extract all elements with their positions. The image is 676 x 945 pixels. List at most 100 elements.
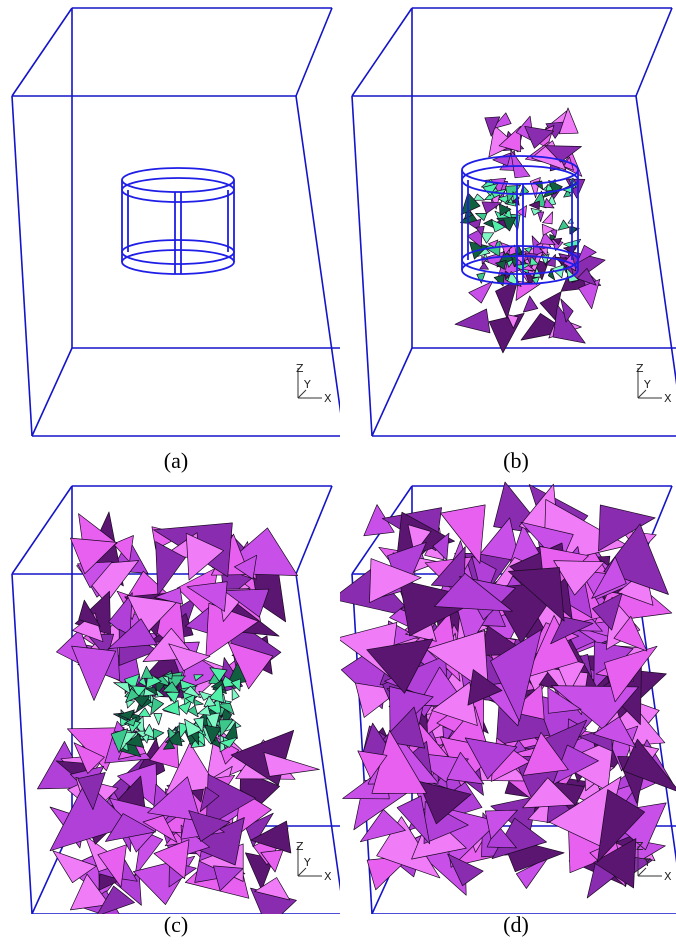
fragment [417, 780, 472, 825]
inner-fragment [140, 665, 154, 679]
caption-a: (a) [163, 448, 189, 473]
box-edge [295, 7, 333, 97]
box-edge [295, 485, 333, 575]
fragment [597, 789, 646, 863]
fragment [97, 844, 127, 888]
caption-d: (d) [503, 912, 529, 937]
box-edge [295, 95, 340, 414]
fragment [553, 560, 605, 596]
fragment [539, 232, 556, 246]
inner-fragment [138, 707, 151, 718]
fragment [431, 681, 478, 726]
inner-fragment [125, 716, 137, 727]
fragment [185, 532, 224, 581]
box-edge [31, 347, 73, 437]
fragment [434, 572, 513, 612]
y-axis [637, 867, 647, 877]
fragment [260, 849, 284, 873]
inner-fragment [113, 682, 131, 695]
fragment [188, 810, 231, 842]
box-edge [371, 347, 413, 437]
axis-triad: ZYX [636, 840, 672, 883]
inner-fragment [162, 700, 180, 716]
panel-c-drawing: ZYX [11, 485, 340, 914]
inner-fragment [138, 676, 148, 688]
fragment [440, 504, 486, 564]
fragment [524, 125, 555, 149]
bounding-box [11, 7, 340, 437]
fragment [70, 873, 110, 911]
fragment [592, 716, 637, 748]
cylinder-ring [121, 239, 235, 265]
inner-fragment [187, 705, 199, 718]
y-axis [297, 389, 307, 399]
inner-fragment [531, 276, 540, 286]
fragment [520, 313, 568, 341]
fragment [481, 201, 502, 214]
inner-fragment [205, 712, 221, 732]
fragment [432, 532, 450, 561]
fragment [521, 265, 536, 272]
fragment [396, 795, 431, 845]
axis-triad: ZYX [296, 362, 332, 405]
fragment [498, 125, 521, 153]
inner-fragment [110, 728, 129, 754]
fragment [479, 517, 520, 562]
box-edge [11, 95, 33, 437]
fragment [613, 615, 648, 652]
y-axis [297, 867, 307, 877]
fragment [508, 567, 565, 622]
fragment [563, 244, 577, 254]
panel-d-drawing: ZYX [340, 481, 676, 914]
panel-a-drawing: ZYX [11, 7, 340, 437]
box-edge [11, 7, 73, 97]
inner-fragment [152, 728, 165, 740]
fragment [468, 280, 494, 304]
fragment [522, 777, 576, 809]
box-edge [635, 95, 676, 386]
y-axis [637, 389, 647, 399]
inner-fragment [185, 694, 196, 704]
box-edge [351, 573, 373, 914]
y-axis-label: Y [643, 856, 651, 869]
fragment [466, 227, 483, 248]
fragment [126, 595, 178, 635]
z-axis-label: Z [636, 362, 644, 375]
fragment [484, 116, 501, 137]
inner-fragment [208, 683, 224, 703]
fragment-mesh [340, 481, 676, 899]
fragment [52, 850, 97, 884]
fragment [515, 281, 541, 301]
fragment [552, 304, 586, 344]
fragment-mesh [37, 511, 320, 914]
inner-fragment [145, 686, 159, 696]
inner-fragment [162, 681, 180, 693]
fragment [487, 239, 499, 248]
fragment [492, 152, 512, 167]
inner-fragment [529, 256, 539, 266]
fragment [490, 629, 542, 722]
fragment [71, 645, 117, 701]
cylinder-ring [121, 249, 235, 275]
fragment [213, 865, 244, 892]
bounding-box [351, 7, 676, 437]
inner-fragment [150, 697, 165, 716]
fragment [542, 211, 553, 225]
inner-fragment [216, 703, 235, 716]
fragment [496, 219, 508, 229]
fragment [604, 645, 658, 703]
inner-fragment [209, 667, 228, 682]
fragment [516, 205, 527, 218]
fragment [98, 873, 122, 891]
fragment [464, 737, 518, 780]
inner-fragment [479, 232, 495, 244]
fragment [142, 815, 178, 843]
y-axis-label: Y [303, 378, 311, 391]
fragment [475, 225, 485, 237]
z-axis-label: Z [296, 840, 304, 853]
z-axis-label: Z [296, 362, 304, 375]
caption-c: (c) [163, 912, 189, 937]
